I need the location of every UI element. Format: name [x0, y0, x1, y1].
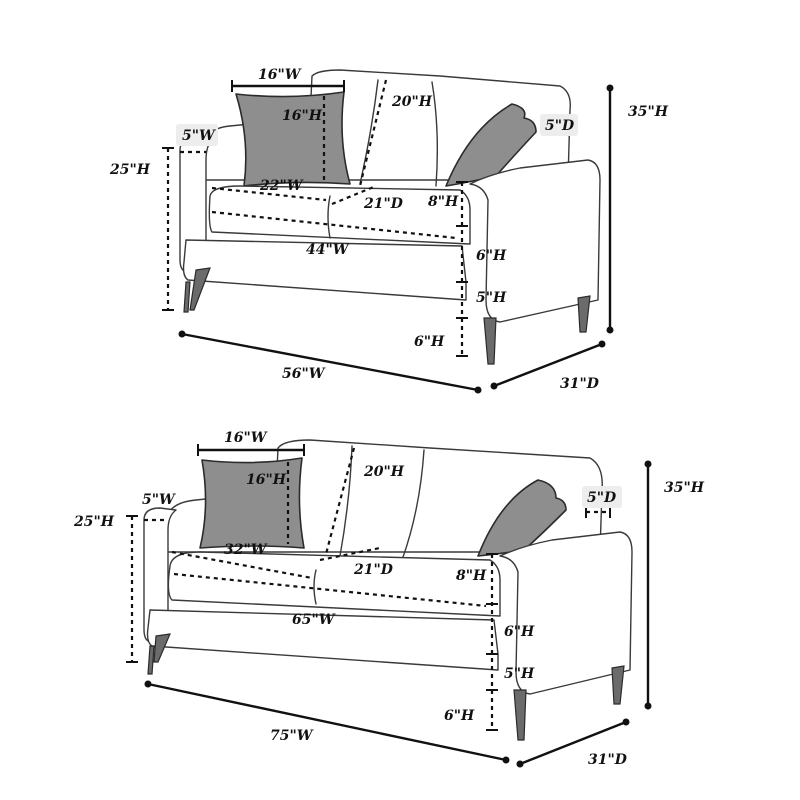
loveseat-leg-1 [183, 281, 191, 313]
loveseat-seat-total-width-label: 44"W [306, 242, 350, 258]
loveseat-back-height-label: 20"H [391, 94, 433, 110]
sofa-left-arm [143, 507, 177, 643]
sofa-leg-4 [611, 665, 625, 705]
sofa-leg-height-label: 6"H [444, 708, 475, 724]
sofa-back-depth-label: 5"D [587, 490, 617, 506]
loveseat-cushion-thickness-label: 6"H [476, 248, 507, 264]
loveseat-overall-depth-label: 31"D [560, 376, 600, 392]
loveseat-arm-width-label: 5"W [182, 128, 216, 144]
sofa-seat-cushion-width-label: 32"W [224, 542, 268, 558]
sofa-pillow-left [199, 457, 305, 549]
sofa-seat-depth-label: 21"D [353, 562, 394, 578]
loveseat-labels: 16"W 16"H 20"H 5"D 35"H 5"W 25"H 22"W 21… [109, 67, 669, 392]
sofa-cushion-split [313, 569, 317, 605]
loveseat-arm-above-seat-label: 8"H [428, 194, 459, 210]
sofa-drawing [143, 439, 633, 741]
loveseat-pillow-height-label: 16"H [282, 108, 323, 124]
sofa-leg-2 [153, 633, 171, 663]
sofa-right-arm [499, 531, 633, 695]
sofa-pillow-height-label: 16"H [246, 472, 287, 488]
sofa-overall-width-label: 75"W [270, 728, 314, 744]
sofa-overall-depth-label: 31"D [588, 752, 628, 768]
sofa-arm-above-seat-label: 8"H [456, 568, 487, 584]
sofa-arm-height-label: 25"H [73, 514, 115, 530]
sofa-seat-cushion [167, 551, 501, 617]
loveseat-pillow-left [235, 91, 351, 187]
sofa-cushion-thickness-label: 6"H [504, 624, 535, 640]
loveseat-seat-cushion-width-label: 22"W [259, 178, 304, 194]
loveseat-arm-height-label: 25"H [109, 162, 151, 178]
sofa-seat-total-width-label: 65"W [292, 612, 336, 628]
sofa-pillow-width-label: 16"W [224, 430, 268, 446]
loveseat-overall-height-label: 35"H [628, 104, 669, 120]
sofa-overall-height-label: 35"H [664, 480, 705, 496]
loveseat-base-height-label: 5"H [476, 290, 507, 306]
loveseat-back-depth-label: 5"D [545, 118, 575, 134]
loveseat-leg-height-label: 6"H [414, 334, 445, 350]
loveseat-pillow-width-label: 16"W [258, 67, 302, 83]
sofa-back-seam-2 [401, 449, 425, 561]
loveseat-overall-width-label: 56"W [282, 366, 326, 382]
sofa-leg-1 [147, 645, 155, 675]
sofa-front-base [146, 609, 499, 671]
loveseat-leg-3 [483, 317, 497, 365]
loveseat-right-arm [469, 159, 601, 323]
loveseat-back-seam [359, 79, 379, 185]
loveseat-seat-depth-label: 21"D [363, 196, 404, 212]
sofa-leg-3 [513, 689, 527, 741]
sofa-base-height-label: 5"H [504, 666, 535, 682]
loveseat-leg-4 [577, 295, 591, 333]
loveseat-drawing [179, 69, 601, 365]
loveseat-front-base [182, 239, 467, 301]
loveseat-leg-2 [189, 267, 211, 311]
loveseat-cushion-split [327, 195, 331, 239]
loveseat-back-seam-2 [431, 81, 439, 187]
sofa-labels: 16"W 16"H 20"H 5"D 35"H 5"W 25"H 32"W 21… [73, 430, 705, 768]
sofa-back-height-label: 20"H [363, 464, 405, 480]
sofa-arm-width-label: 5"W [142, 492, 176, 508]
